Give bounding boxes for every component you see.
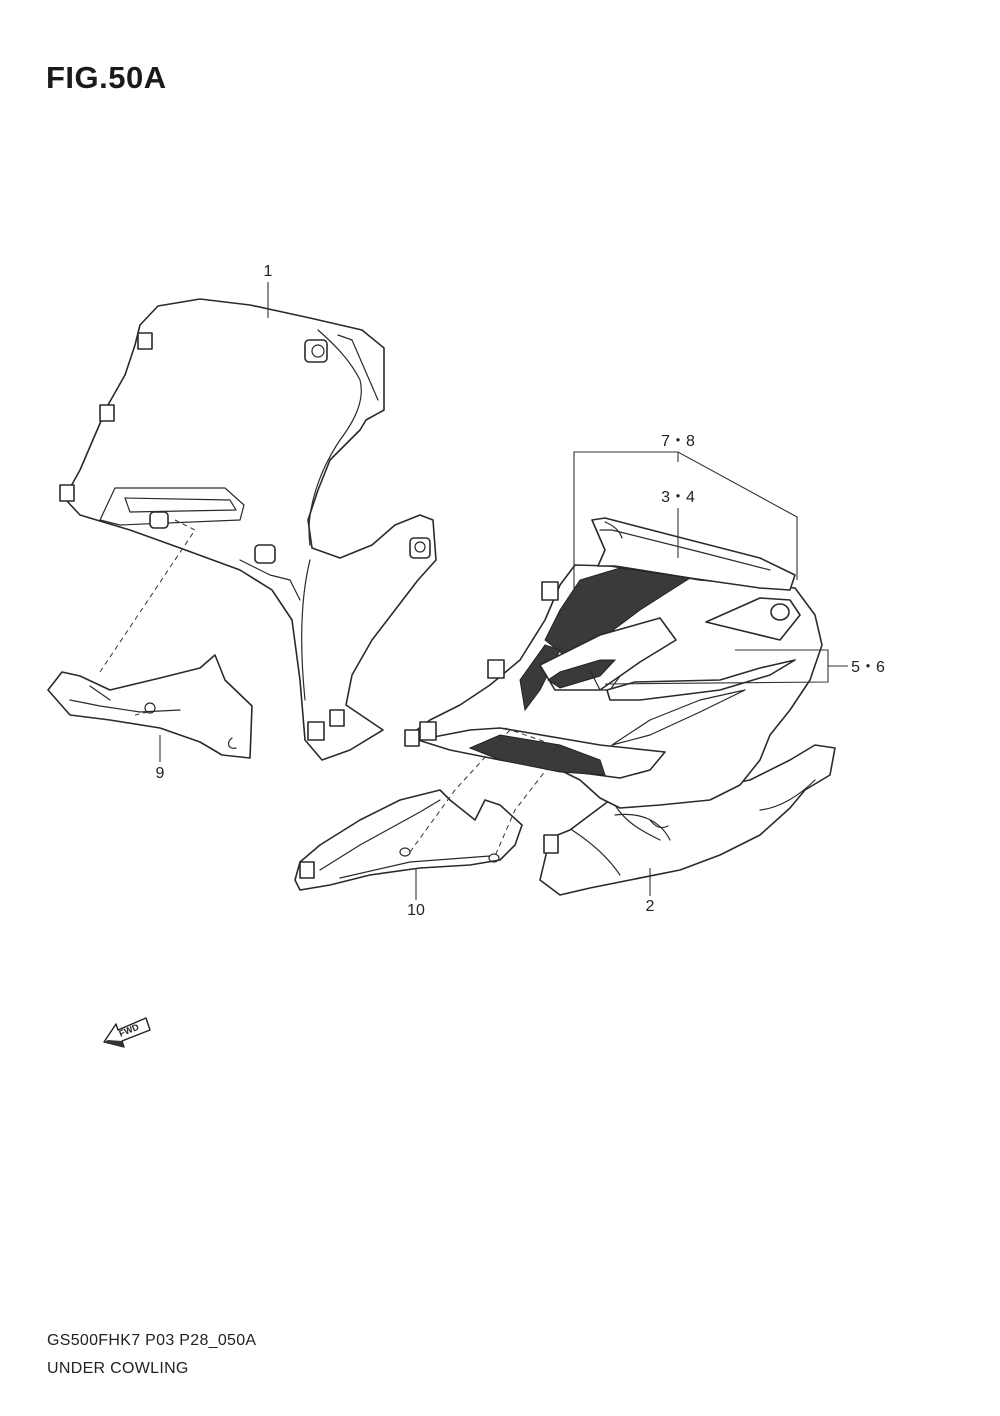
- drawing-code: GS500FHK7 P03 P28_050A: [47, 1332, 257, 1349]
- drawing-name: UNDER COWLING: [47, 1360, 189, 1377]
- fwd-arrow-icon: FWD: [103, 1017, 151, 1048]
- callout-9: 9: [156, 765, 165, 782]
- part-10-bracket[interactable]: [294, 789, 523, 891]
- leader-lines: [99, 282, 848, 900]
- part-1-inner-cowling[interactable]: [59, 298, 437, 761]
- callout-10: 10: [407, 902, 425, 919]
- callout-3-4: 3・4: [661, 489, 695, 506]
- callout-5-6: 5・6: [851, 659, 885, 676]
- callout-1: 1: [264, 263, 273, 280]
- callout-2: 2: [646, 898, 655, 915]
- figure-title: FIG.50A: [46, 60, 167, 95]
- side-cowling-panel[interactable]: [404, 517, 823, 809]
- callout-7-8: 7・8: [661, 433, 695, 450]
- part-9-bracket[interactable]: [47, 654, 253, 759]
